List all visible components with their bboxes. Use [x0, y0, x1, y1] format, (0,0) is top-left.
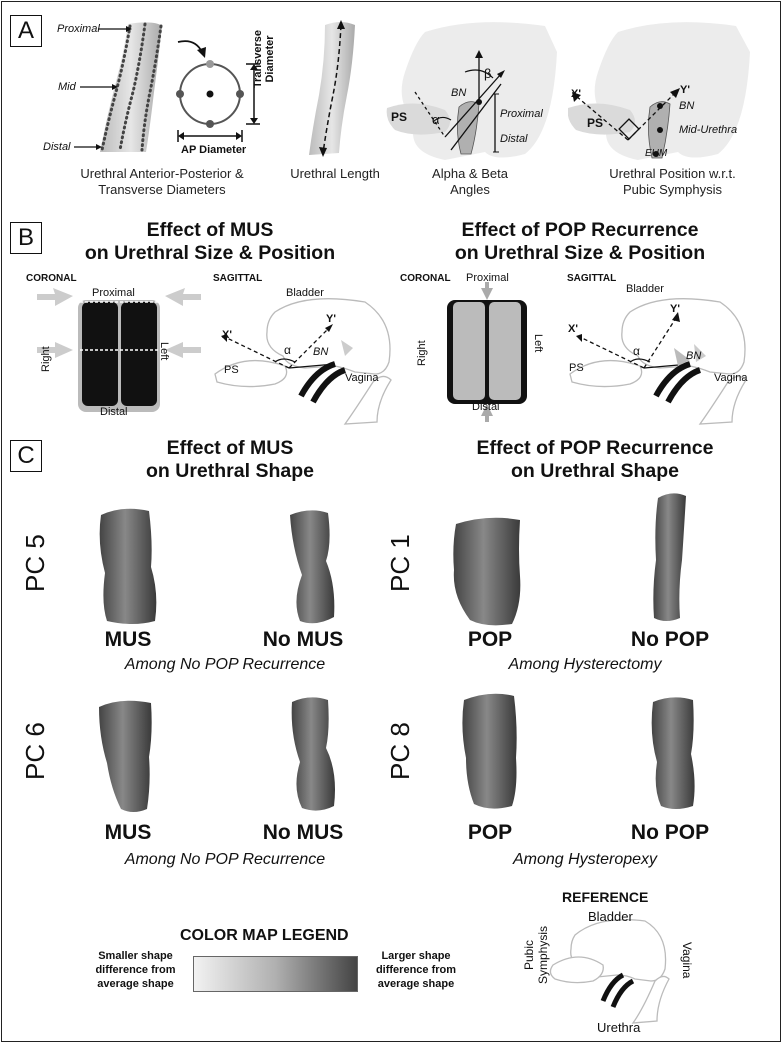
label-x-b1: X' — [222, 329, 232, 341]
label-left-b1: Left — [158, 342, 170, 361]
label-x-a4: X' — [571, 88, 581, 100]
label-distal-b2: Distal — [472, 401, 500, 413]
reference-vagina: Vagina — [680, 942, 694, 979]
label-ps-b2: PS — [569, 362, 584, 374]
urethral-position-diagram — [568, 22, 750, 161]
label-right-b2: Right — [416, 340, 428, 366]
label-coronal-left: CORONAL — [26, 273, 77, 284]
shape-pc6-mus — [99, 700, 152, 812]
reference-title: REFERENCE — [562, 889, 649, 905]
label-bladder-b1: Bladder — [286, 287, 324, 299]
pc1-label: PC 1 — [385, 534, 415, 592]
pc8-label: PC 8 — [385, 722, 415, 780]
label-sagittal-left: SAGITTAL — [213, 273, 263, 284]
subtitle-row1-right: Among Hysterectomy — [508, 656, 662, 673]
caption-length: Urethral Length — [290, 166, 380, 181]
label-bladder-b2: Bladder — [626, 283, 664, 295]
coronal-mus-diagram — [37, 288, 201, 412]
coronal-pop-diagram — [447, 282, 527, 422]
label-distal-a3: Distal — [500, 133, 528, 145]
label-pop-1: POP — [467, 628, 513, 651]
label-no-pop-1: No POP — [630, 628, 710, 651]
label-distal: Distal — [43, 141, 71, 153]
panel-c-letter: C — [10, 440, 42, 472]
label-proximal-a3: Proximal — [500, 108, 543, 120]
label-bn-a4: BN — [679, 100, 695, 112]
label-ps-a4: PS — [587, 116, 604, 130]
caption-position: Urethral Position w.r.t.Pubic Symphysis — [609, 166, 736, 197]
label-coronal-right: CORONAL — [400, 273, 451, 284]
reference-bladder: Bladder — [588, 909, 633, 924]
label-y-b1: Y' — [326, 313, 336, 325]
label-sagittal-right: SAGITTAL — [567, 273, 617, 284]
label-no-mus-2: No MUS — [262, 821, 344, 844]
caption-diameters: Urethral Anterior-Posterior &Transverse … — [80, 166, 244, 197]
shape-pc8-pop — [462, 693, 517, 809]
urethral-diameters-diagram — [74, 22, 260, 153]
label-bn-a3: BN — [451, 87, 467, 99]
label-x-b2: X' — [568, 323, 578, 335]
label-no-mus-1: No MUS — [262, 628, 344, 651]
alpha-beta-angles-diagram — [386, 22, 557, 161]
urethral-length-diagram — [309, 20, 355, 157]
label-vagina-b1: Vagina — [345, 372, 379, 384]
label-y-a4: Y' — [680, 84, 690, 96]
sagittal-pop-diagram — [569, 298, 747, 425]
label-left-b2: Left — [532, 334, 544, 353]
label-proximal-b2: Proximal — [466, 272, 509, 284]
subtitle-row2-left: Among No POP Recurrence — [124, 851, 326, 868]
label-y-b2: Y' — [670, 303, 680, 315]
reference-diagram — [549, 918, 670, 1024]
label-mid: Mid — [58, 81, 76, 93]
label-mus-1: MUS — [104, 628, 152, 651]
label-beta-a3: β — [484, 66, 492, 81]
panel-a-letter: A — [10, 15, 42, 47]
label-ps-a3: PS — [391, 110, 408, 124]
label-pop-2: POP — [467, 821, 513, 844]
subtitle-row2-right: Among Hysteropexy — [512, 851, 658, 868]
pc6-label: PC 6 — [20, 722, 50, 780]
subtitle-row1-left: Among No POP Recurrence — [124, 656, 326, 673]
label-proximal-b1: Proximal — [92, 287, 135, 299]
reference-urethra: Urethra — [597, 1020, 641, 1035]
label-ps-b1: PS — [224, 364, 239, 376]
label-mus-2: MUS — [104, 821, 152, 844]
label-vagina-b2: Vagina — [714, 372, 748, 384]
label-eum: EUM — [645, 148, 668, 159]
label-proximal: Proximal — [57, 23, 100, 35]
label-transverse-diameter: Transverse Diameter — [252, 29, 276, 89]
legend-gradient-bar — [193, 956, 358, 992]
panel-b-letter: B — [10, 222, 42, 254]
sagittal-mus-diagram — [214, 298, 392, 425]
shape-pc6-no-mus — [291, 697, 335, 811]
legend-title: COLOR MAP LEGEND — [180, 927, 349, 944]
label-no-pop-2: No POP — [630, 821, 710, 844]
pc5-label: PC 5 — [20, 534, 50, 592]
label-ap-diameter: AP Diameter — [181, 144, 247, 156]
shape-pc8-no-pop — [651, 697, 695, 809]
label-bn-b2: BN — [686, 350, 702, 362]
label-distal-b1: Distal — [100, 406, 128, 418]
label-alpha-b2: α — [633, 344, 640, 358]
shape-pc1-no-pop — [653, 493, 686, 621]
label-alpha-a3: α — [432, 112, 440, 127]
shape-pc5-mus — [99, 508, 157, 624]
shape-pc1-pop — [453, 517, 521, 626]
label-mid-urethra: Mid-Urethra — [679, 124, 738, 136]
label-alpha-b1: α — [284, 343, 291, 357]
label-right-b1: Right — [40, 346, 52, 372]
shape-pc5-no-mus — [290, 510, 335, 624]
label-bn-b1: BN — [313, 346, 329, 358]
